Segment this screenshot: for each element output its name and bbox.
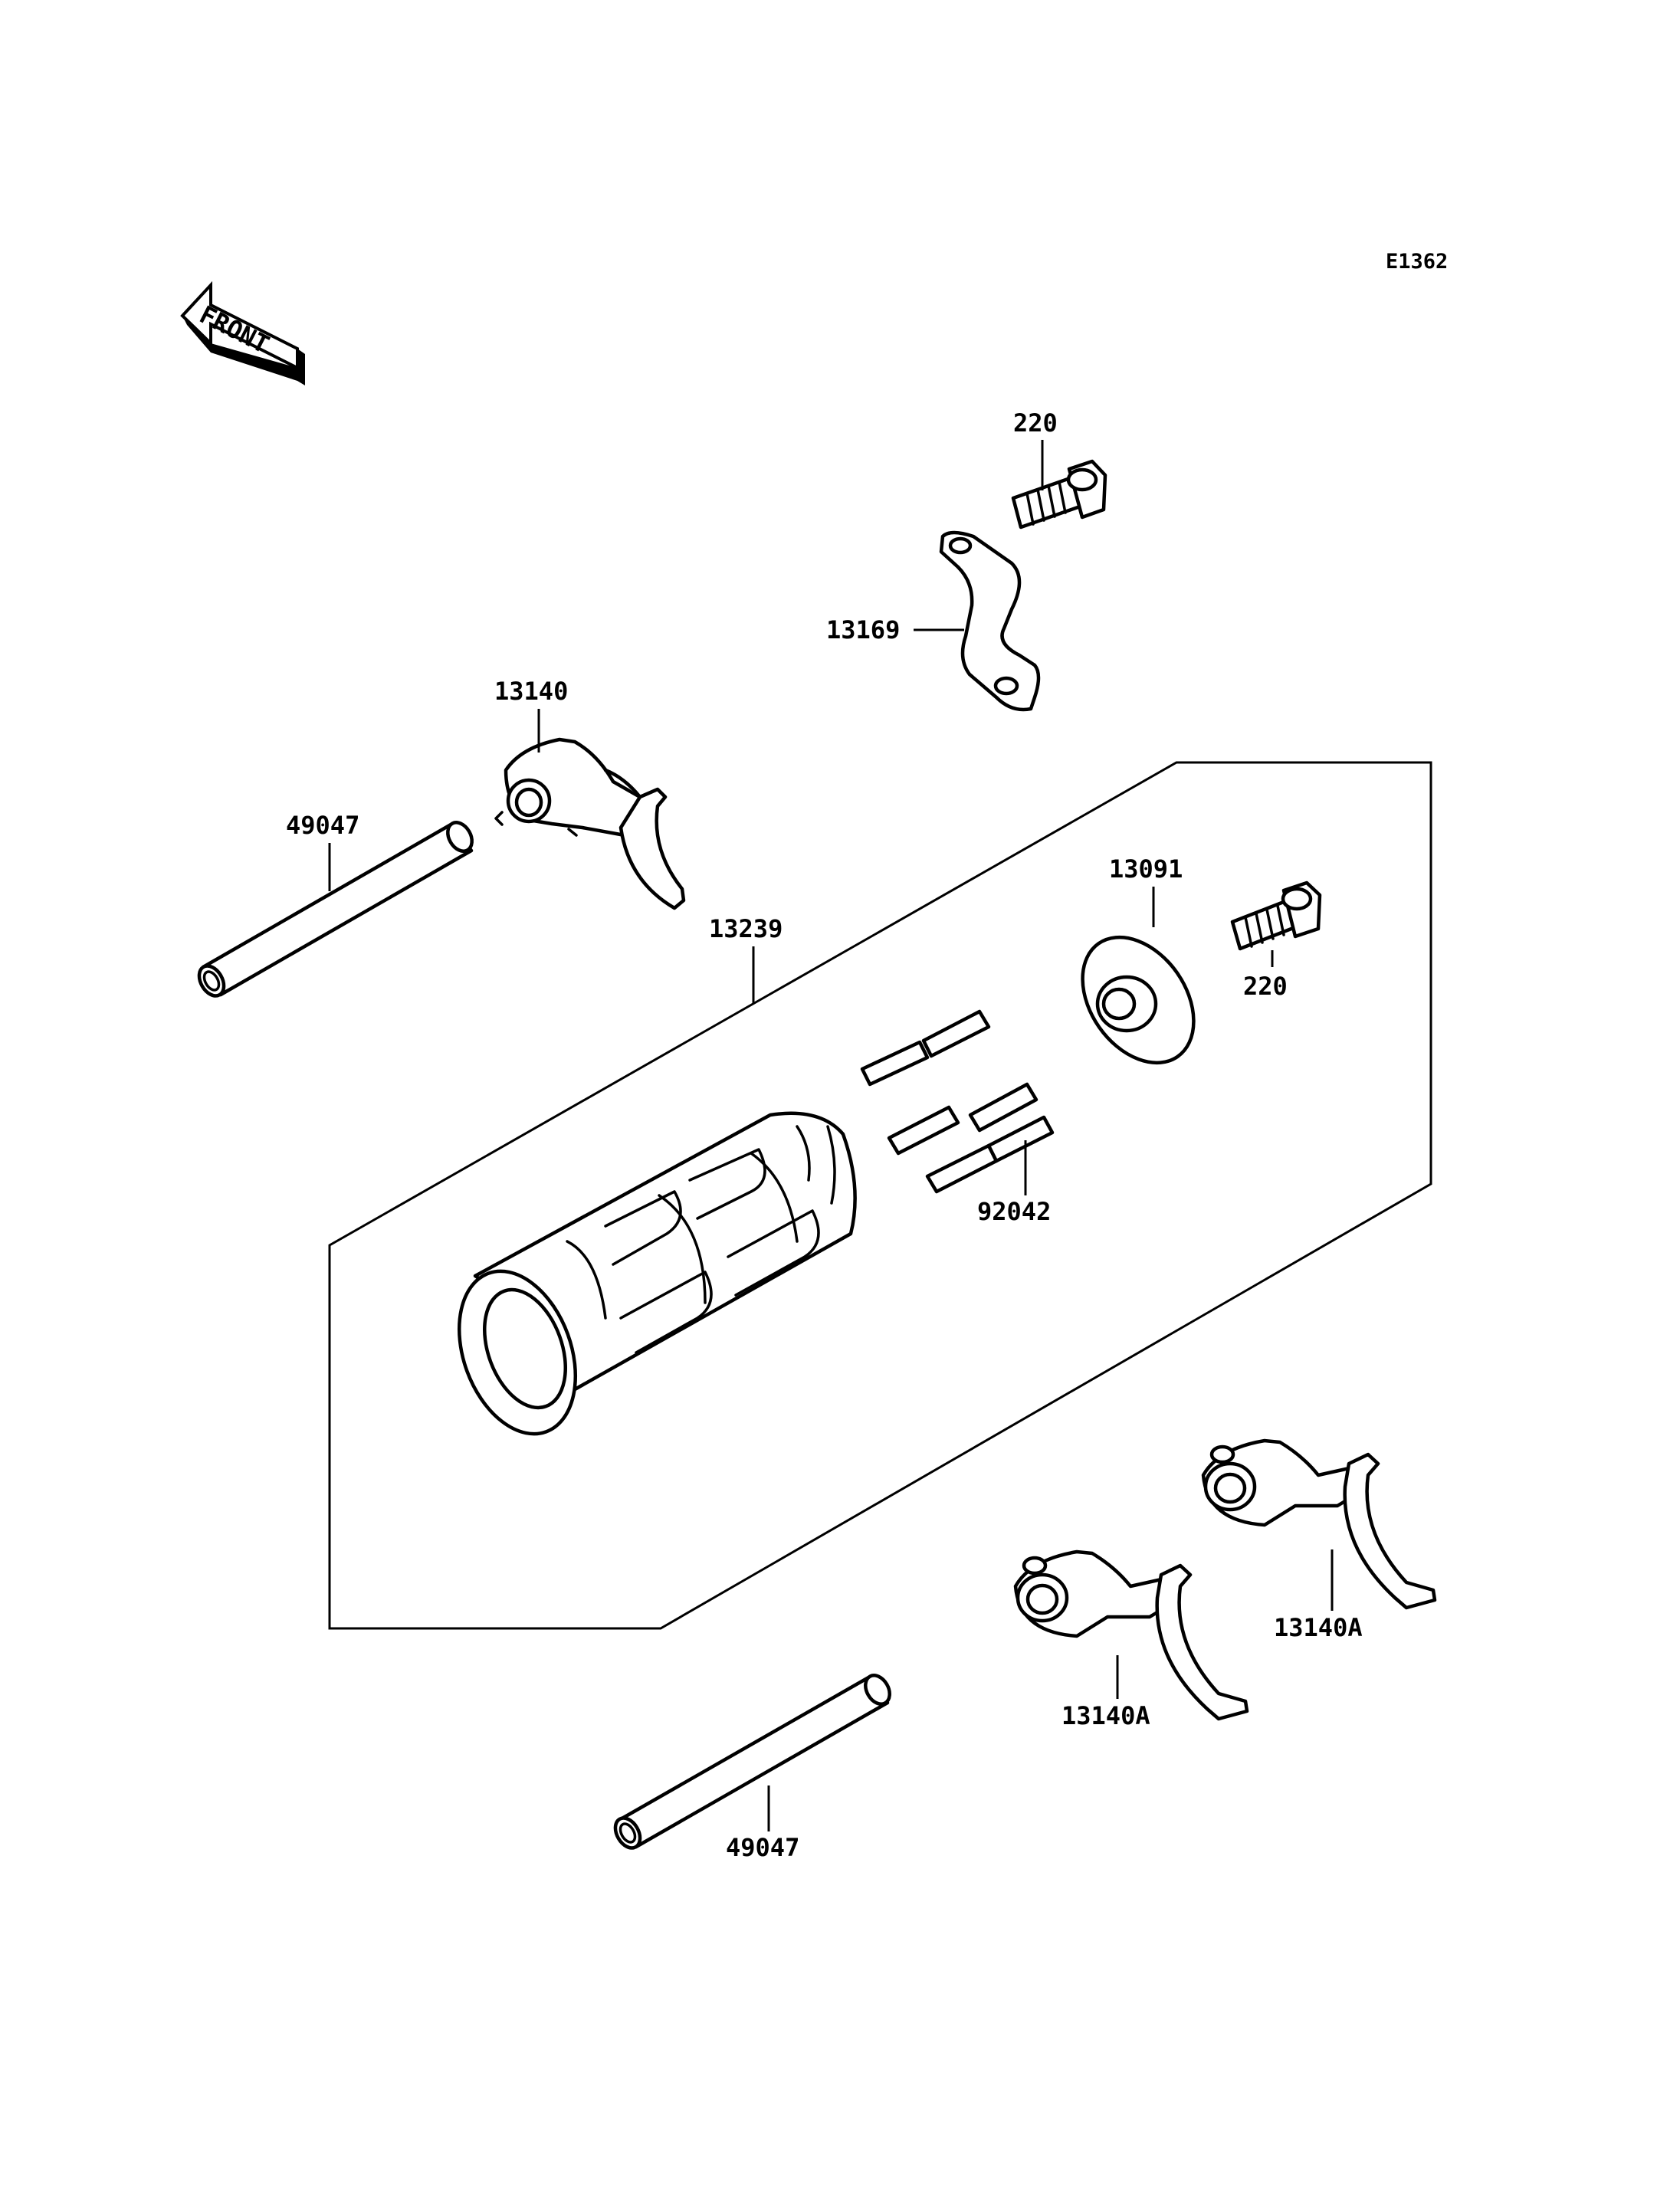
callout-fork-lower: 13140A [1061,1701,1150,1730]
shift-shaft-upper [197,821,474,998]
leader-lines [328,440,1334,1831]
callout-pins: 92042 [977,1197,1051,1226]
pins [860,1009,1055,1194]
shift-drum [457,1111,857,1436]
shift-fork-upper [494,737,686,910]
drum-assembly-outline [328,761,1432,1630]
callout-fork-right: 13140A [1274,1613,1363,1642]
callout-bolt-right: 220 [1243,972,1288,1001]
front-arrow-icon: FRONT [180,280,305,385]
callout-bolt-top: 220 [1013,408,1058,438]
callout-shaft-upper: 49047 [286,811,359,840]
diagram-code: E1362 [1386,250,1448,274]
callout-stopper-plate: 13169 [826,615,900,644]
stopper-plate [939,530,1041,712]
callout-drum-assembly: 13239 [709,914,783,943]
bolt-right [1230,880,1322,951]
shift-fork-right [1201,1438,1437,1610]
bolt-top [1011,459,1107,530]
shift-fork-lower [1013,1549,1249,1721]
cam-plate [1081,935,1196,1065]
callout-fork-upper: 13140 [494,677,568,706]
callout-cam-plate: 13091 [1109,854,1183,884]
callout-shaft-lower: 49047 [726,1833,799,1862]
shift-shaft-lower [613,1674,891,1850]
